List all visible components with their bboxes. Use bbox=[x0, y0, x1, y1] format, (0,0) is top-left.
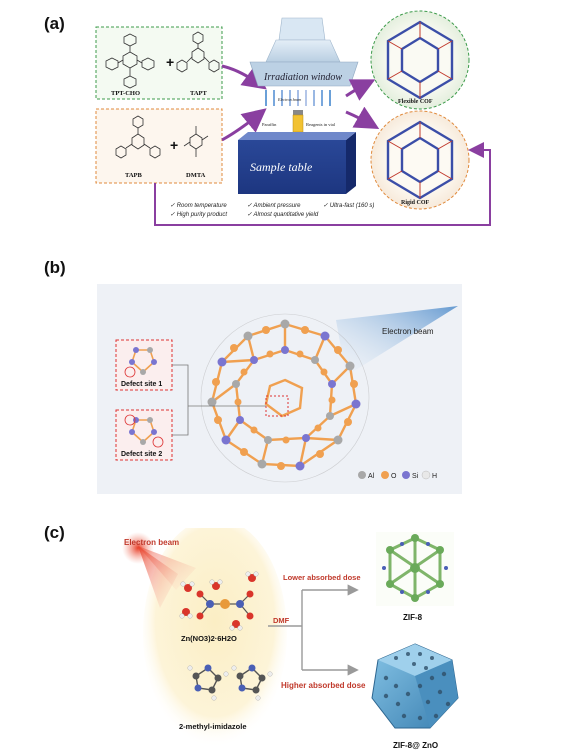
panel-c-diagram: Electron beam Zn(NO3)2·6H2O bbox=[122, 528, 459, 750]
defect-label-1: Defect site 1 bbox=[121, 381, 162, 388]
monomer-label-dmta: DMTA bbox=[186, 172, 206, 179]
defect-label-2: Defect site 2 bbox=[121, 451, 162, 458]
panel-a-diagram: + TPT-CHO TAPT + TAPB DMTA bbox=[95, 10, 491, 226]
zif8-structure: ZIF-8 bbox=[376, 532, 454, 622]
defect-site-2: Defect site 2 bbox=[115, 409, 173, 461]
methylimidazole-label: 2-methyl-imidazole bbox=[179, 722, 247, 731]
svg-text:✓ Ultra-fast (160 s): ✓ Ultra-fast (160 s) bbox=[323, 203, 374, 209]
solvent-label: DMF bbox=[273, 616, 290, 625]
defect-site-1: Defect site 1 bbox=[115, 339, 173, 391]
monomer-box-top: + TPT-CHO TAPT bbox=[95, 26, 223, 100]
svg-text:✓ Ambient pressure: ✓ Ambient pressure bbox=[247, 203, 301, 209]
svg-text:Si: Si bbox=[412, 473, 419, 480]
svg-text:+: + bbox=[170, 137, 178, 153]
panel-b-diagram: Electron beam bbox=[97, 284, 462, 494]
svg-text:Flexible COF: Flexible COF bbox=[398, 99, 433, 105]
svg-text:+: + bbox=[166, 54, 174, 70]
atom-legend: Al O Si H bbox=[358, 470, 437, 480]
monomer-label-tpt-cho: TPT-CHO bbox=[111, 90, 140, 97]
reagent-vial: Paraffin Reagents in vial bbox=[262, 110, 336, 133]
feature-list: ✓ Room temperature ✓ High purity product… bbox=[170, 203, 374, 218]
svg-text:Electron beam: Electron beam bbox=[277, 97, 301, 102]
svg-text:✓ High purity product: ✓ High purity product bbox=[170, 212, 227, 218]
methylimidazole-molecules: 2-methyl-imidazole bbox=[179, 664, 273, 731]
svg-text:O: O bbox=[391, 473, 397, 480]
svg-text:Rigid COF: Rigid COF bbox=[401, 200, 430, 206]
zeolite-cage bbox=[200, 313, 370, 483]
monomer-box-bottom: + TAPB DMTA bbox=[95, 108, 223, 184]
zif8-zno-structure: ZIF-8@ ZnO bbox=[371, 643, 459, 750]
panel-a-letter: (a) bbox=[44, 14, 65, 33]
irradiation-window: Irradiation window bbox=[249, 17, 359, 87]
svg-text:Irradiation window: Irradiation window bbox=[263, 72, 342, 83]
electron-beam-label-c: Electron beam bbox=[124, 538, 179, 547]
svg-text:Paraffin: Paraffin bbox=[262, 122, 277, 127]
zinc-nitrate-label: Zn(NO3)2·6H2O bbox=[181, 634, 237, 643]
svg-text:Al: Al bbox=[368, 473, 375, 480]
monomer-label-tapt: TAPT bbox=[190, 90, 208, 97]
svg-text:✓ Room temperature: ✓ Room temperature bbox=[170, 203, 227, 209]
panel-c-letter: (c) bbox=[44, 523, 65, 542]
lower-dose-label: Lower absorbed dose bbox=[283, 573, 361, 582]
flexible-cof: Flexible COF bbox=[370, 10, 470, 110]
sample-table: Sample table bbox=[238, 132, 356, 194]
zif8-label: ZIF-8 bbox=[403, 613, 423, 622]
svg-text:Reagents in vial: Reagents in vial bbox=[306, 122, 336, 127]
panel-b-letter: (b) bbox=[44, 258, 66, 277]
monomer-label-tapb: TAPB bbox=[125, 172, 143, 179]
rigid-cof: Rigid COF bbox=[370, 110, 470, 210]
svg-text:H: H bbox=[432, 473, 437, 480]
higher-dose-label: Higher absorbed dose bbox=[281, 681, 366, 690]
svg-text:Sample table: Sample table bbox=[250, 160, 313, 174]
electron-beam-label-b: Electron beam bbox=[382, 327, 434, 336]
reaction-arrows: DMF Lower absorbed dose Higher absorbed … bbox=[268, 573, 366, 690]
zinc-nitrate-molecules: Zn(NO3)2·6H2O bbox=[179, 571, 259, 643]
svg-text:✓ Almost quantitative yield: ✓ Almost quantitative yield bbox=[247, 212, 319, 218]
electron-beam-lines: Electron beam bbox=[265, 90, 331, 106]
zif8-zno-label: ZIF-8@ ZnO bbox=[393, 741, 438, 750]
